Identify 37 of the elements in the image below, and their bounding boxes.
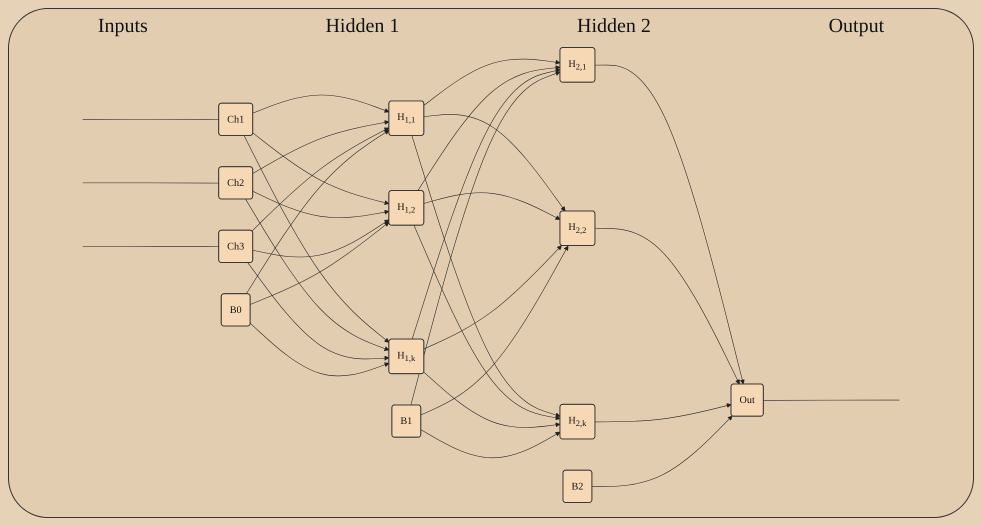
- arrow: [252, 120, 390, 174]
- connector: [763, 400, 900, 401]
- arrow: [592, 416, 733, 487]
- arrow: [594, 228, 740, 384]
- arrow: [414, 225, 560, 420]
- arrow: [410, 71, 560, 406]
- arrow: [252, 132, 390, 206]
- arrow: [252, 94, 390, 114]
- arrow: [252, 220, 390, 258]
- arrow: [412, 68, 560, 340]
- arrow: [250, 222, 390, 305]
- connector: [82, 119, 220, 120]
- arrow: [248, 262, 390, 361]
- arrow: [424, 192, 560, 220]
- arrow: [594, 64, 745, 384]
- arrow: [252, 128, 390, 232]
- column-heading: Hidden 1: [325, 15, 400, 39]
- arrow: [424, 58, 560, 106]
- arrow: [252, 191, 390, 218]
- arrow: [420, 430, 560, 458]
- arrow: [412, 136, 560, 418]
- arrow: [417, 65, 560, 192]
- column-heading: Output: [828, 15, 884, 39]
- arrow: [420, 246, 568, 416]
- arrow: [594, 403, 732, 422]
- arrow: [250, 323, 390, 376]
- connector: [82, 182, 220, 184]
- arrow: [244, 136, 390, 343]
- arrow: [424, 245, 562, 350]
- column-heading: Inputs: [98, 15, 148, 39]
- column-heading: Hidden 2: [577, 15, 651, 39]
- arrow: [246, 130, 390, 294]
- arrow: [245, 199, 390, 351]
- connector: [82, 246, 220, 247]
- arrow: [424, 114, 566, 212]
- arrow: [424, 372, 560, 428]
- panel-background: Inputs Hidden 1 Hidden 2 Output Ch1 Ch2 Ch3 B0 H$_{1,1}$ H$_{1,2}$ H$_{1,k}$ B1 H$_{2,1}$ H$_{2,2}$ H$_{2,k}$ B2 Out: [8, 8, 974, 518]
